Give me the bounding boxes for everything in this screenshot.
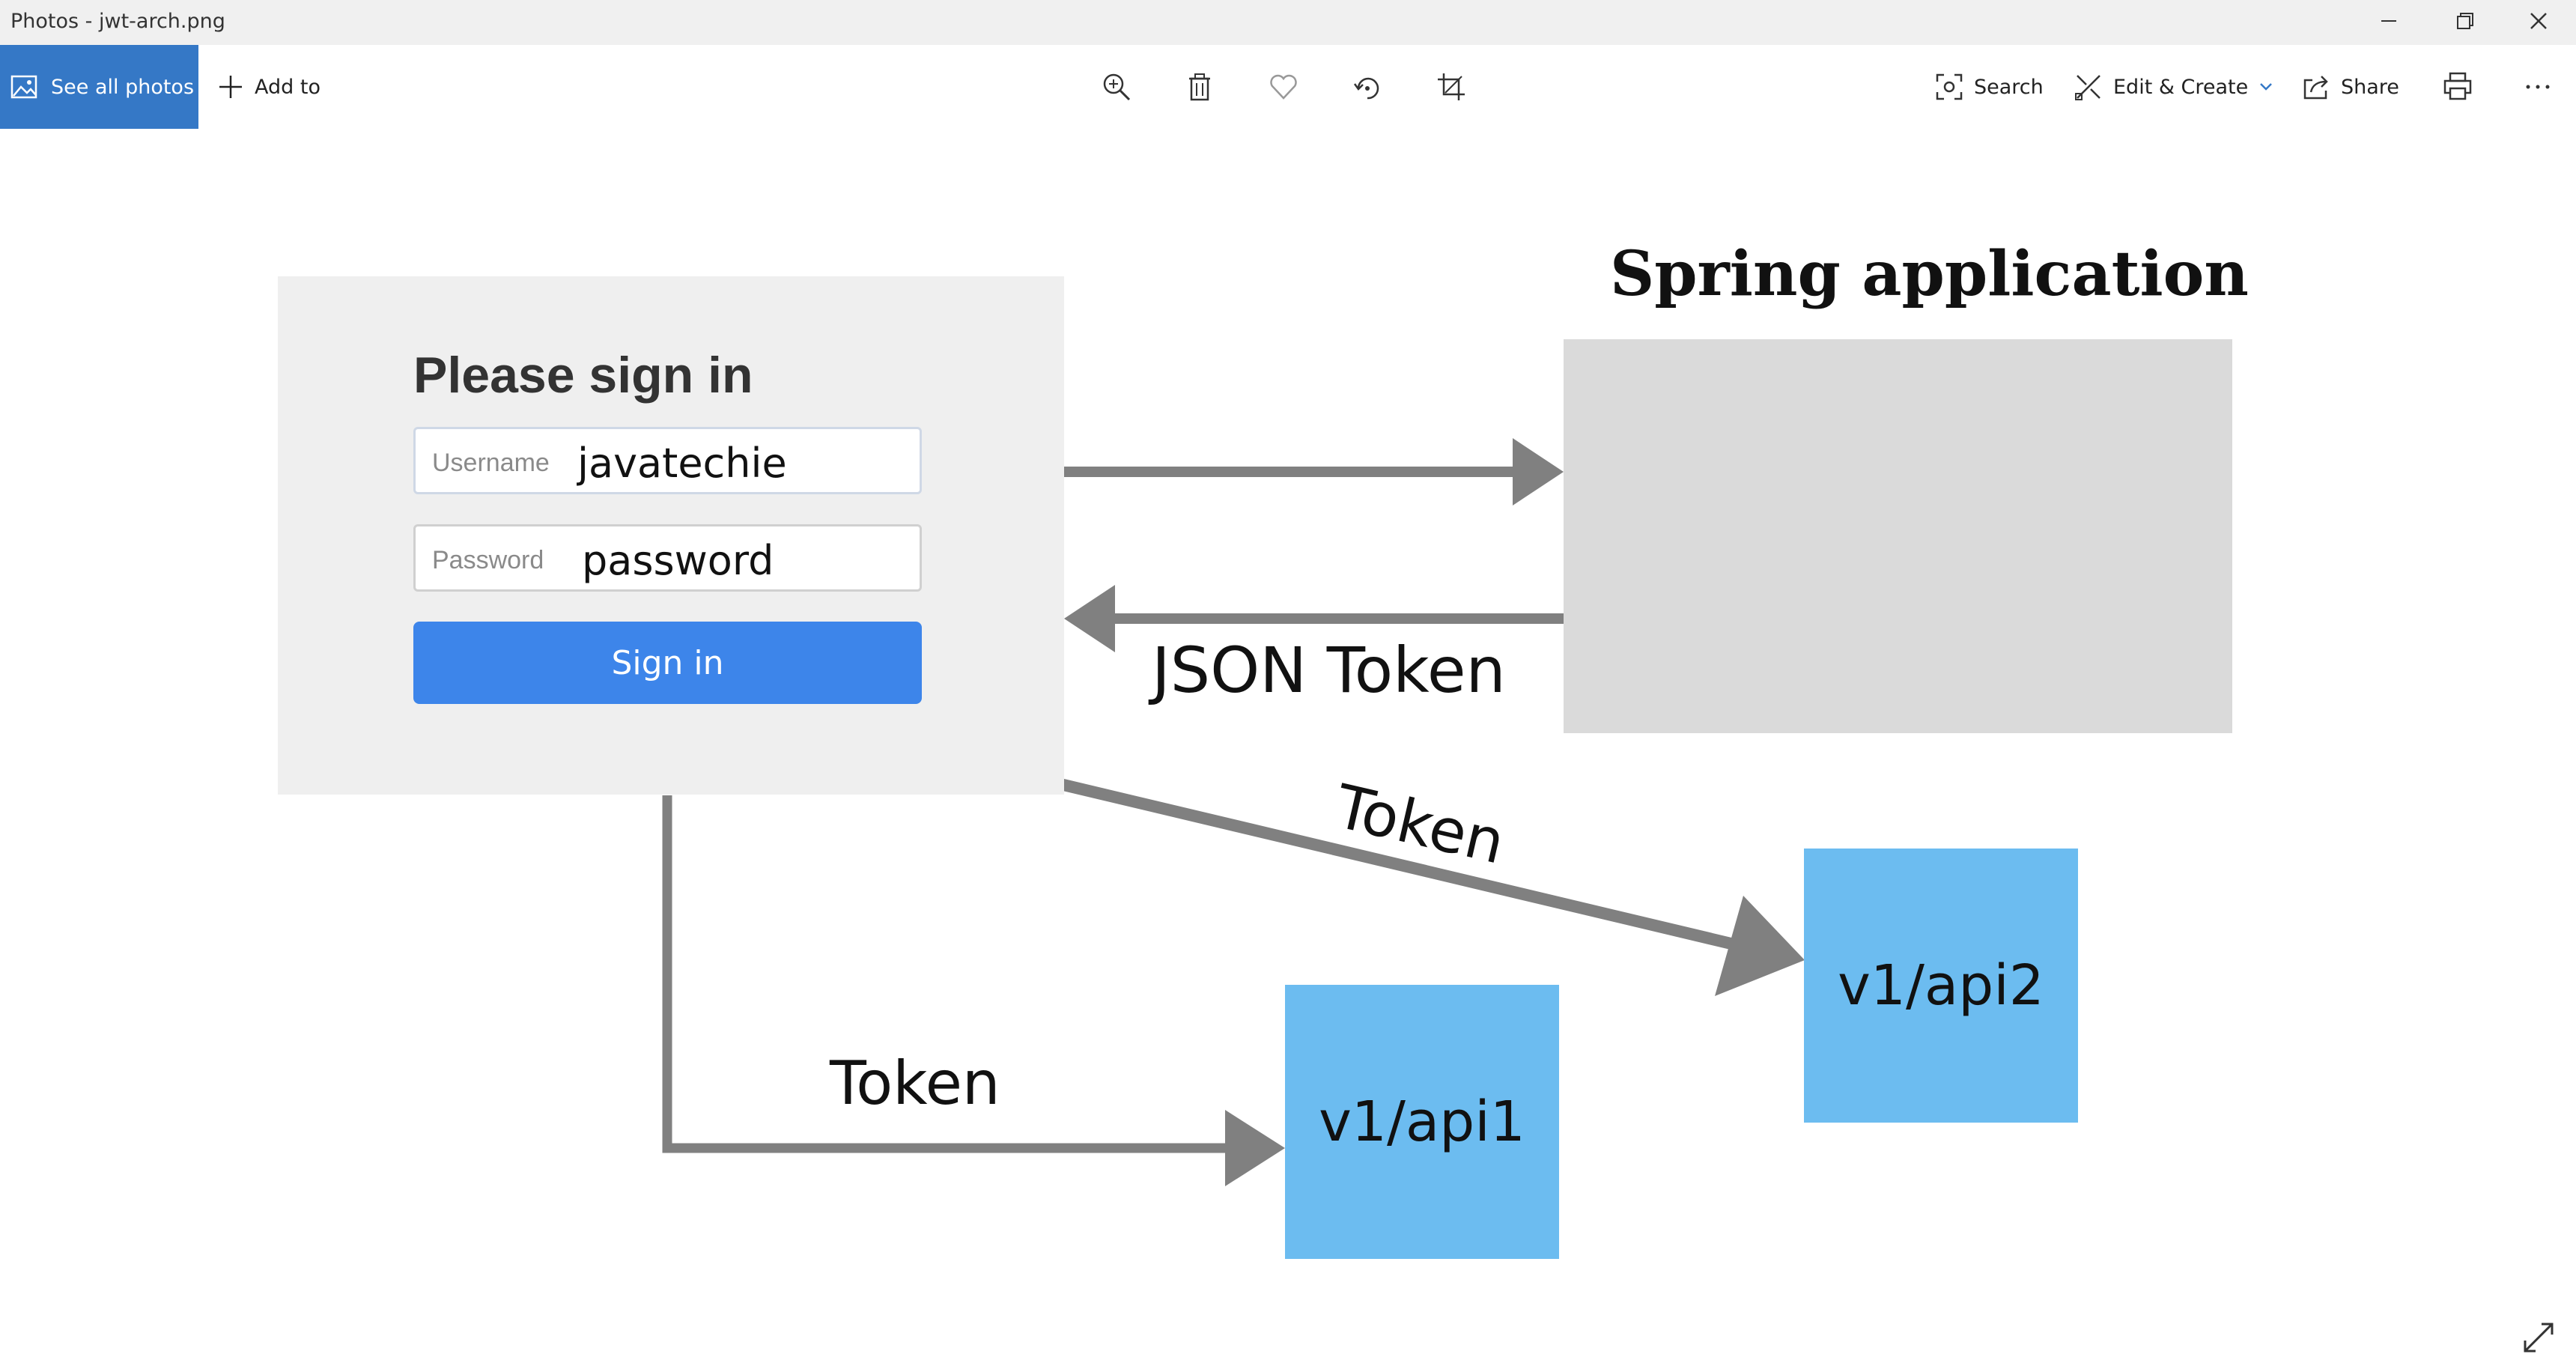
minimize-icon xyxy=(2381,20,2396,22)
signin-button: Sign in xyxy=(413,622,922,704)
plus-icon xyxy=(219,76,242,98)
toolbar: See all photos Add to xyxy=(0,45,2576,129)
spring-application-title: Spring application xyxy=(1610,238,2249,310)
edit-create-button[interactable]: Edit & Create xyxy=(2074,45,2273,129)
password-placeholder: Password xyxy=(432,546,544,574)
api1-label: v1/api1 xyxy=(1319,1090,1525,1154)
search-label: Search xyxy=(1974,75,2044,99)
token-arrow-api1-line xyxy=(662,795,1236,1153)
close-icon xyxy=(2530,13,2547,29)
photos-icon xyxy=(10,75,37,99)
diagram-arrows xyxy=(662,438,1805,1186)
window-title: Photos - jwt-arch.png xyxy=(10,10,225,33)
token-arrow-api2-head xyxy=(1715,896,1805,996)
favorite-icon[interactable] xyxy=(1269,72,1298,102)
api2-label: v1/api2 xyxy=(1838,953,2044,1018)
delete-icon[interactable] xyxy=(1185,72,1215,102)
photo-canvas xyxy=(0,129,2576,1369)
minimize-button[interactable] xyxy=(2351,0,2426,45)
restore-button[interactable] xyxy=(2426,0,2501,45)
username-value: javatechie xyxy=(577,440,787,487)
rotate-icon[interactable] xyxy=(1352,72,1382,102)
password-field: Password password xyxy=(413,524,922,592)
spring-application-box xyxy=(1564,339,2232,733)
token-label-bottom: Token xyxy=(830,1048,1000,1118)
edit-create-icon xyxy=(2075,75,2100,100)
share-label: Share xyxy=(2341,75,2399,99)
add-to-label: Add to xyxy=(255,75,321,99)
json-token-arrow-head xyxy=(1064,585,1115,652)
crop-icon[interactable] xyxy=(1436,72,1466,102)
search-icon xyxy=(1936,73,1963,100)
share-icon xyxy=(2303,76,2328,100)
expand-icon[interactable] xyxy=(2521,1320,2557,1356)
print-icon[interactable] xyxy=(2443,72,2473,102)
edit-create-label: Edit & Create xyxy=(2113,75,2249,99)
username-field: Username javatechie xyxy=(413,427,922,494)
token-arrow-api2-line xyxy=(1043,774,1739,951)
see-all-photos-button[interactable]: See all photos xyxy=(0,45,198,129)
username-placeholder: Username xyxy=(432,449,550,477)
more-icon[interactable] xyxy=(2524,72,2554,102)
signin-title: Please sign in xyxy=(413,347,753,404)
search-button[interactable]: Search xyxy=(1935,45,2044,129)
restore-icon xyxy=(2457,13,2473,29)
token-arrow-api1-head xyxy=(1225,1110,1285,1186)
zoom-icon[interactable] xyxy=(1102,72,1131,102)
share-button[interactable]: Share xyxy=(2302,45,2399,129)
close-button[interactable] xyxy=(2501,0,2576,45)
api2-box: v1/api2 xyxy=(1804,849,2078,1123)
title-bar: Photos - jwt-arch.png xyxy=(0,0,2576,45)
api1-box: v1/api1 xyxy=(1285,985,1559,1259)
request-arrow-head xyxy=(1513,438,1564,506)
see-all-photos-label: See all photos xyxy=(51,75,195,99)
add-to-button[interactable]: Add to xyxy=(217,45,321,129)
json-token-label: JSON Token xyxy=(1152,634,1506,707)
chevron-down-icon xyxy=(2260,83,2273,91)
password-value: password xyxy=(582,537,774,584)
